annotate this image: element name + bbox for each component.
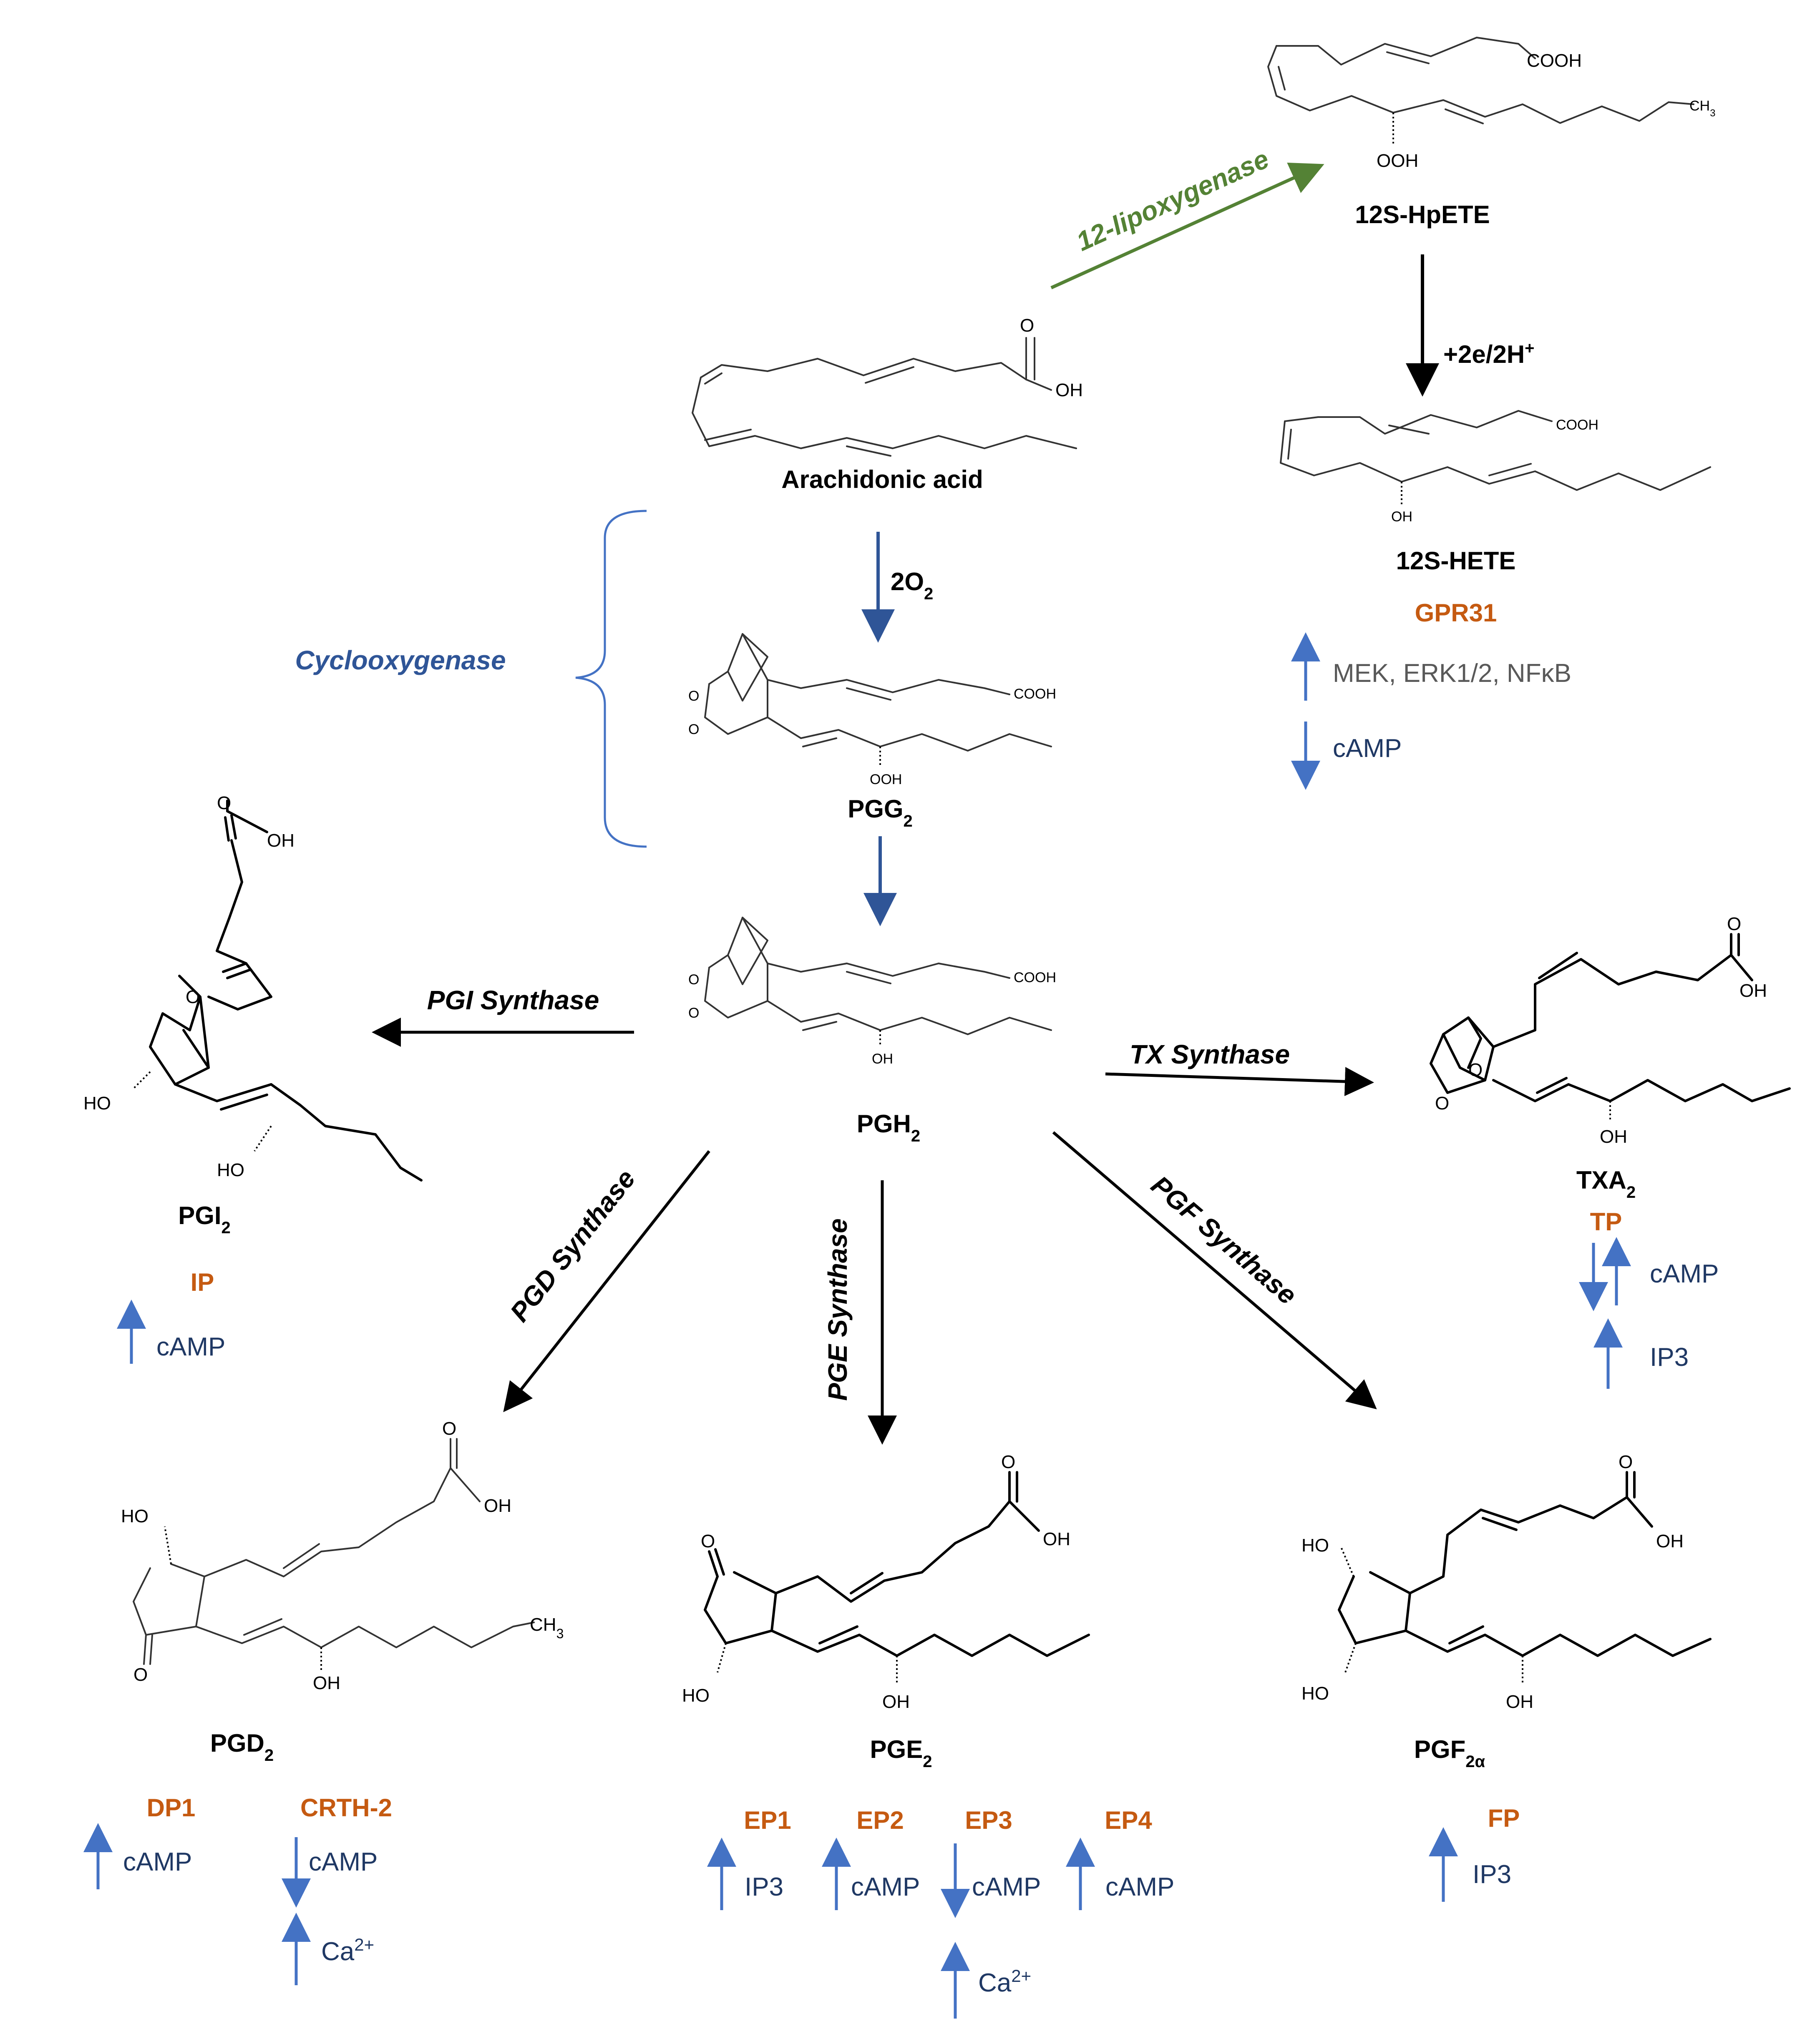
oh-label: OH	[1739, 981, 1767, 1001]
o-label: O	[1001, 1452, 1015, 1472]
fp-ip3: IP3	[1473, 1860, 1511, 1889]
ooh-label: OOH	[870, 772, 902, 787]
oh-label: OH	[872, 1051, 893, 1067]
ep3-receptor: EP3	[965, 1806, 1012, 1834]
pgf-synthase-arrow	[1052, 1131, 1377, 1410]
lipoxygenase-arrow	[1050, 162, 1324, 289]
cyclooxygenase-label: Cyclooxygenase	[295, 645, 506, 675]
reduction-label: +2e/2H+	[1443, 339, 1535, 368]
pge2-name: PGE2	[870, 1735, 932, 1771]
tp-ip3: IP3	[1650, 1343, 1689, 1372]
pgg2-structure: O O COOH OOH	[688, 633, 1056, 787]
ch3-label: CH3	[530, 1614, 564, 1641]
ho-label: HO	[1301, 1535, 1329, 1556]
gpr31-up-text: MEK, ERK1/2, NFκB	[1333, 659, 1571, 688]
oh-label: OH	[1600, 1126, 1627, 1147]
o-label: O	[186, 987, 200, 1007]
tx-synthase-label: TX Synthase	[1130, 1039, 1290, 1069]
ho-label: HO	[121, 1506, 149, 1526]
ho-label: HO	[682, 1685, 710, 1706]
tp-camp: cAMP	[1650, 1260, 1719, 1288]
o-label: O	[1468, 1060, 1483, 1080]
ep2-receptor: EP2	[856, 1806, 904, 1834]
ep3-camp: cAMP	[972, 1873, 1041, 1901]
txa2-structure: O O O OH OH	[1430, 914, 1791, 1147]
pgd-synthase-arrow	[503, 1150, 710, 1412]
oh-label: OH	[267, 830, 295, 851]
ep2-camp: cAMP	[851, 1873, 920, 1901]
ep4-receptor: EP4	[1105, 1806, 1152, 1834]
ip-camp: cAMP	[156, 1333, 225, 1361]
pgh2-structure: O O COOH OH	[688, 917, 1056, 1067]
ho-label: HO	[83, 1093, 111, 1114]
o-label: O	[1619, 1452, 1633, 1472]
ep1-ip3: IP3	[745, 1873, 783, 1901]
tx-synthase-arrow	[1105, 1067, 1374, 1096]
pgf2a-structure: HO O OH HO OH	[1301, 1452, 1712, 1712]
crth2-camp: cAMP	[309, 1848, 378, 1876]
oh-label: OH	[882, 1692, 910, 1712]
pgi-synthase-label: PGI Synthase	[427, 985, 599, 1015]
pge2-structure: O O OH HO OH	[682, 1452, 1090, 1712]
pgh2-name: PGH2	[857, 1110, 920, 1145]
oh-label: OH	[313, 1673, 340, 1693]
ip-receptor: IP	[191, 1268, 214, 1296]
cooh-label: COOH	[1527, 50, 1582, 71]
hpete-name: 12S-HpETE	[1355, 201, 1490, 229]
crth2-receptor: CRTH-2	[300, 1794, 392, 1822]
ep1-receptor: EP1	[744, 1806, 791, 1834]
ep4-camp: cAMP	[1105, 1873, 1174, 1901]
pgd2-structure: HO O OH O OH CH3	[121, 1418, 564, 1693]
pge-synthase-label: PGE Synthase	[823, 1218, 853, 1401]
txa2-name: TXA2	[1576, 1166, 1636, 1202]
pgf-synthase-label: PGF Synthase	[1145, 1170, 1302, 1310]
cooh-label: COOH	[1014, 686, 1056, 702]
o-label: O	[688, 722, 699, 737]
ooh-label: OOH	[1377, 151, 1418, 171]
gpr31-down-text: cAMP	[1333, 734, 1402, 763]
hete-structure: COOH OH	[1280, 410, 1711, 525]
ch3-label: CH3	[1689, 98, 1715, 119]
ep3-ca: Ca2+	[978, 1966, 1031, 1998]
dp1-receptor: DP1	[147, 1794, 196, 1822]
pgd2-name: PGD2	[210, 1729, 274, 1765]
arachidonic-acid-name: Arachidonic acid	[781, 465, 983, 493]
oh-label: OH	[1656, 1531, 1684, 1551]
o-label: O	[688, 972, 699, 988]
oh-label: OH	[1043, 1529, 1070, 1549]
pgi2-name: PGI2	[178, 1202, 231, 1237]
o-label: O	[688, 688, 699, 704]
o-label: O	[1727, 914, 1741, 934]
cyclooxygenase-bracket	[575, 510, 647, 848]
pgd-synthase-label: PGD Synthase	[504, 1164, 641, 1328]
crth2-ca: Ca2+	[321, 1935, 374, 1966]
cooh-label: COOH	[1014, 970, 1056, 986]
oh-label: OH	[1055, 380, 1083, 400]
gpr31-receptor: GPR31	[1415, 599, 1497, 627]
o-label: O	[688, 1005, 699, 1021]
tp-receptor: TP	[1590, 1208, 1622, 1236]
pgi2-structure: OH O O HO HO	[83, 793, 423, 1182]
arachidonic-acid-structure: O OH	[692, 315, 1083, 457]
oh-label: OH	[1391, 509, 1412, 525]
dp1-camp: cAMP	[123, 1848, 192, 1876]
o-label: O	[701, 1531, 715, 1551]
hete-name: 12S-HETE	[1396, 547, 1516, 575]
o-label: O	[133, 1664, 148, 1685]
o-label: O	[217, 793, 231, 813]
fp-receptor: FP	[1488, 1804, 1520, 1832]
oxygen-label: 2O2	[891, 568, 933, 603]
o-label: O	[442, 1418, 456, 1439]
oh-label: OH	[484, 1496, 511, 1516]
cooh-label: COOH	[1556, 417, 1598, 433]
hpete-structure: COOH CH3 OOH	[1267, 37, 1715, 171]
o-label: O	[1435, 1093, 1449, 1114]
o-label: O	[1020, 315, 1034, 336]
ho-label: HO	[217, 1160, 244, 1180]
ho-label: HO	[1301, 1683, 1329, 1704]
pgf2a-name: PGF2α	[1414, 1735, 1485, 1771]
pgg2-name: PGG2	[848, 795, 913, 830]
oh-label: OH	[1506, 1692, 1533, 1712]
